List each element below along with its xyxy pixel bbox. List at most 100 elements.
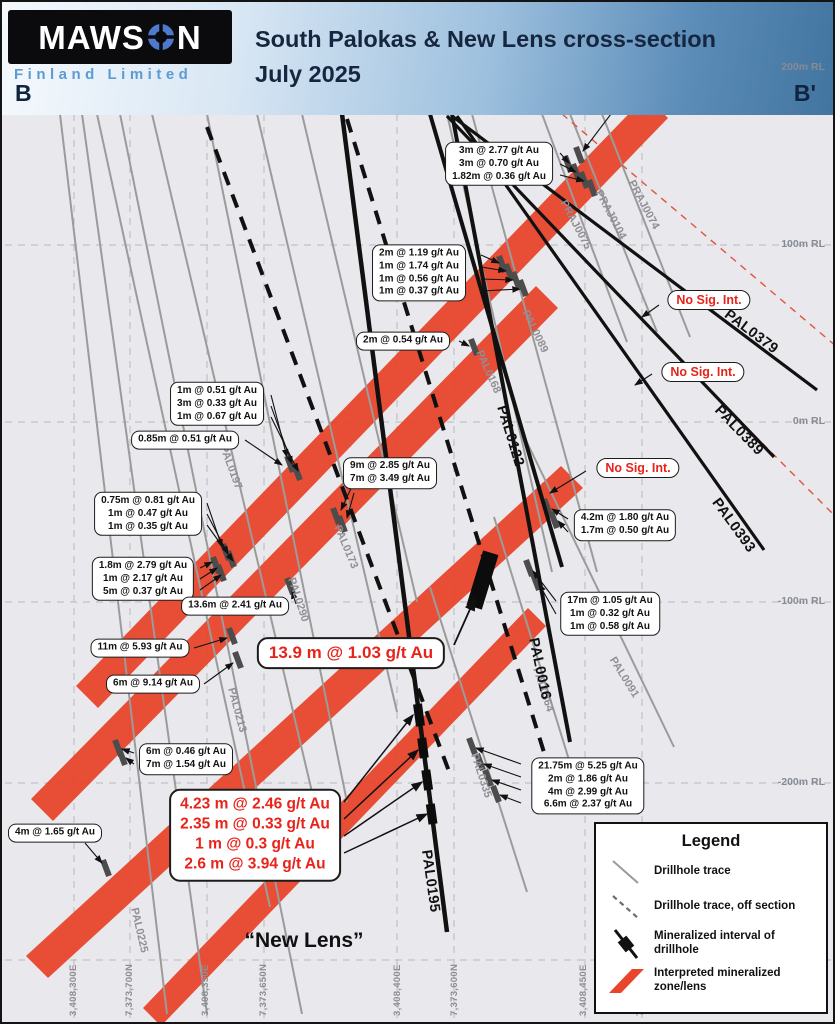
coord-label: 3,408,450E bbox=[578, 964, 589, 1016]
callout-arrows bbox=[84, 109, 660, 864]
assay-line: 1m @ 0.67 g/t Au bbox=[177, 410, 257, 422]
assay-line: 2m @ 1.19 g/t Au bbox=[379, 247, 459, 259]
trace-pal0393 bbox=[455, 115, 766, 551]
assay-line: 4.23 m @ 2.46 g/t Au bbox=[180, 795, 330, 813]
assay-callout: 4m @ 1.65 g/t Au bbox=[8, 823, 102, 843]
assay-line: 1m @ 1.74 g/t Au bbox=[379, 260, 459, 272]
trace-pal0089 bbox=[471, 113, 598, 573]
assay-callout: 13.6m @ 2.41 g/t Au bbox=[181, 596, 289, 616]
assay-line: 6m @ 0.46 g/t Au bbox=[146, 746, 226, 758]
legend-item-label: Drillhole trace, off section bbox=[654, 900, 796, 913]
trace-pal0195 bbox=[339, 113, 450, 933]
section-marker-b-prime: B' bbox=[793, 80, 816, 106]
mawson-logo-text: MAWS N bbox=[38, 21, 202, 54]
trace-pal0197 bbox=[151, 113, 313, 793]
assay-line: 9m @ 2.85 g/t Au bbox=[350, 460, 430, 472]
no-sig-int-flag: No Sig. Int. bbox=[667, 290, 751, 310]
trace-pal0016 bbox=[450, 113, 572, 743]
assay-line: 2.6 m @ 3.94 g/t Au bbox=[184, 856, 326, 874]
assay-line: 0.85m @ 0.51 g/t Au bbox=[138, 433, 232, 445]
trace-pal0335 bbox=[429, 586, 528, 893]
assay-line: 6m @ 9.14 g/t Au bbox=[113, 677, 193, 689]
assay-line: 1m @ 0.58 g/t Au bbox=[570, 620, 650, 632]
page-title: South Palokas & New Lens cross-section J… bbox=[255, 22, 716, 93]
zone-south-palokas-lower bbox=[26, 466, 583, 978]
legend-item-offsection-trace: Drillhole trace, off section bbox=[606, 893, 816, 921]
assay-line: 1m @ 0.32 g/t Au bbox=[570, 607, 650, 619]
assay-line: 7m @ 3.49 g/t Au bbox=[350, 473, 430, 484]
mineralized-interval-icon bbox=[606, 928, 646, 960]
assay-line: 1m @ 0.37 g/t Au bbox=[379, 285, 459, 297]
trace-praj0075 bbox=[541, 113, 628, 343]
assay-line: 1m @ 0.47 g/t Au bbox=[108, 507, 188, 519]
assay-line: 4m @ 1.65 g/t Au bbox=[15, 826, 95, 838]
mawson-logo: MAWS N bbox=[8, 10, 232, 64]
assay-callout: 2m @ 0.54 g/t Au bbox=[356, 331, 450, 351]
legend-item-drillhole-trace: Drillhole trace bbox=[606, 858, 816, 886]
legend-item-label: Drillhole trace bbox=[654, 865, 731, 878]
new-lens-label: “New Lens” bbox=[244, 929, 364, 952]
elevation-label: -100m RL bbox=[777, 595, 825, 607]
assay-line: 1.82m @ 0.36 g/t Au bbox=[452, 170, 546, 182]
assay-line: 7m @ 1.54 g/t Au bbox=[146, 759, 226, 770]
legend-item-label: Mineralized interval of drillhole bbox=[654, 930, 775, 956]
coord-label: 7,373,600N bbox=[449, 963, 460, 1016]
assay-callout: 0.85m @ 0.51 g/t Au bbox=[131, 430, 239, 450]
trace-pal0364 bbox=[493, 516, 583, 803]
assay-line: 1m @ 2.17 g/t Au bbox=[103, 572, 183, 584]
assay-line: 6.6m @ 2.37 g/t Au bbox=[543, 798, 633, 810]
assay-line: 1m @ 0.35 g/t Au bbox=[108, 520, 188, 532]
assay-line: 1m @ 0.56 g/t Au bbox=[379, 273, 459, 284]
elevation-label: 0m RL bbox=[792, 415, 825, 427]
zone-new-lens bbox=[143, 608, 546, 1022]
assay-line: 1.8m @ 2.79 g/t Au bbox=[98, 559, 188, 571]
assay-line: 3m @ 0.33 g/t Au bbox=[177, 397, 257, 409]
assay-line: 1m @ 0.51 g/t Au bbox=[177, 384, 257, 396]
coord-label: 3,408,300E bbox=[68, 964, 79, 1016]
assay-line: 4.2m @ 1.80 g/t Au bbox=[580, 512, 670, 524]
mawson-target-icon bbox=[145, 22, 176, 52]
legend-item-label: Interpreted mineralized zone/lens bbox=[654, 967, 781, 993]
logo-subtitle: Finland Limited bbox=[14, 66, 193, 83]
assay-line: 4m @ 2.99 g/t Au bbox=[548, 786, 628, 797]
logo-text-right: N bbox=[176, 18, 202, 56]
no-sig-int-flag: No Sig. Int. bbox=[661, 362, 745, 382]
dashed-off-section-traces bbox=[205, 118, 549, 775]
assay-line: 17m @ 1.05 g/t Au bbox=[567, 594, 653, 606]
assay-line: 1.7m @ 0.50 g/t Au bbox=[580, 525, 670, 536]
highlight-callout-13-9m: 13.9 m @ 1.03 g/t Au bbox=[256, 637, 446, 669]
mineralized-intervals-black bbox=[413, 550, 499, 825]
assay-callout: 11m @ 5.93 g/t Au bbox=[90, 638, 190, 658]
assay-line: 13.9 m @ 1.03 g/t Au bbox=[268, 643, 434, 663]
assay-line: 3m @ 0.70 g/t Au bbox=[459, 157, 539, 169]
coord-label: 3,408,350E bbox=[200, 964, 211, 1016]
title-line-2: July 2025 bbox=[255, 61, 361, 88]
assay-line: 21.75m @ 5.25 g/t Au bbox=[538, 760, 638, 772]
highlight-callout-new-lens: 4.23 m @ 2.46 g/t Au 2.35 m @ 0.33 g/t A… bbox=[169, 788, 341, 882]
assay-line: 2m @ 1.86 g/t Au bbox=[548, 773, 628, 785]
assay-line: 2.35 m @ 0.33 g/t Au bbox=[180, 815, 330, 833]
coord-label: 7,373,700N bbox=[124, 963, 135, 1016]
assay-line: 13.6m @ 2.41 g/t Au bbox=[188, 599, 282, 611]
red-dashed-traces bbox=[561, 113, 833, 515]
header-band: MAWS N Finland Limited South Palokas & N… bbox=[2, 2, 833, 115]
trace-pal0091 bbox=[521, 431, 675, 748]
elevation-label: 100m RL bbox=[781, 238, 825, 250]
trace-pal0173 bbox=[256, 113, 398, 713]
assay-line: 11m @ 5.93 g/t Au bbox=[97, 641, 183, 653]
assay-line: 2m @ 0.54 g/t Au bbox=[363, 334, 443, 346]
legend: Legend Drillhole trace Drillhole trace, … bbox=[594, 822, 828, 1014]
section-marker-b: B bbox=[15, 80, 32, 106]
